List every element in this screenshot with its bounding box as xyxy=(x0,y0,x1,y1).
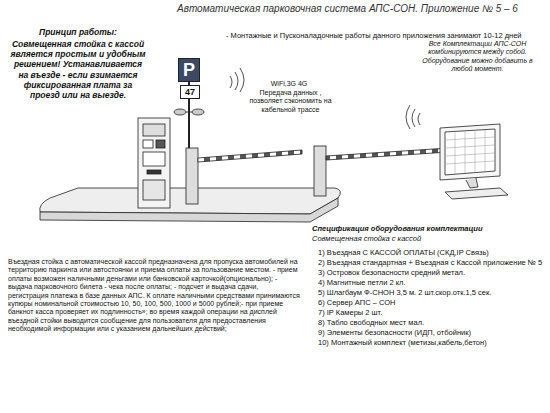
server-monitor xyxy=(440,124,500,180)
wireless-note: Передача данных , позволяет сэкономить н… xyxy=(243,89,338,114)
barrier-arm xyxy=(198,150,302,162)
spec-item: 2) Въездная стандартная + Въездная с Кас… xyxy=(318,258,544,267)
wifi-signal xyxy=(406,105,420,129)
spec-item: 6) Сервер АПС – СОН xyxy=(318,298,544,307)
sign-text: 47 xyxy=(185,88,195,97)
spec-item: 7) IP Камеры 2 шт. xyxy=(318,308,544,317)
principle-heading: Принцип работы: xyxy=(8,27,148,37)
keyboard xyxy=(445,188,508,199)
wireless-label: WiFi,3G 4G xyxy=(254,80,324,88)
spec-item: 3) Островок безопасности средний метал. xyxy=(318,268,544,277)
title: Автоматическая парковочная система АПС-С… xyxy=(150,3,545,15)
payment-kiosk xyxy=(138,118,170,208)
spec-item: 10) Монтажный комплект (метизы,кабель,бе… xyxy=(318,338,544,347)
barrier-cabinet xyxy=(314,146,326,196)
description-text: Въездная стойка с автоматической кассой … xyxy=(8,258,300,334)
ip-camera xyxy=(174,109,186,115)
spec-subheading: Совмещенная стойка с кассой xyxy=(312,234,544,243)
spec-item: 1) Въездная С КАССОЙ ОПЛАТЫ (СКД,IP Связ… xyxy=(318,248,544,257)
wifi-signal xyxy=(230,68,244,92)
spec-item: 4) Магнитные петли 2 кл. xyxy=(318,278,544,287)
spec-item: 9) Элементы безопасности (ИДП, отбойник) xyxy=(318,328,544,337)
spec-heading: Спецификация оборудования комплектации xyxy=(312,224,544,233)
parking-sign: P xyxy=(178,58,200,82)
configuration-note: Все Комплектации АПС-СОН комбинируются м… xyxy=(415,40,540,74)
barrier-cabinet xyxy=(186,148,198,204)
spec-item: 8) Табло свободных мест мал. xyxy=(318,318,544,327)
principle-text: Совмещенная стойка с кассой является про… xyxy=(8,39,148,100)
sign-text: P xyxy=(183,61,195,79)
kiosk-screen xyxy=(143,124,165,136)
installation-note: - Монтажные и Пусконаладочные работы дан… xyxy=(226,31,546,40)
ip-camera xyxy=(192,109,204,115)
free-places-display: 47 xyxy=(180,85,200,99)
spec-item: 5) Шлагбаум Ф-СНОН 3,5 м. 2 шт.скор.отк.… xyxy=(318,288,544,297)
